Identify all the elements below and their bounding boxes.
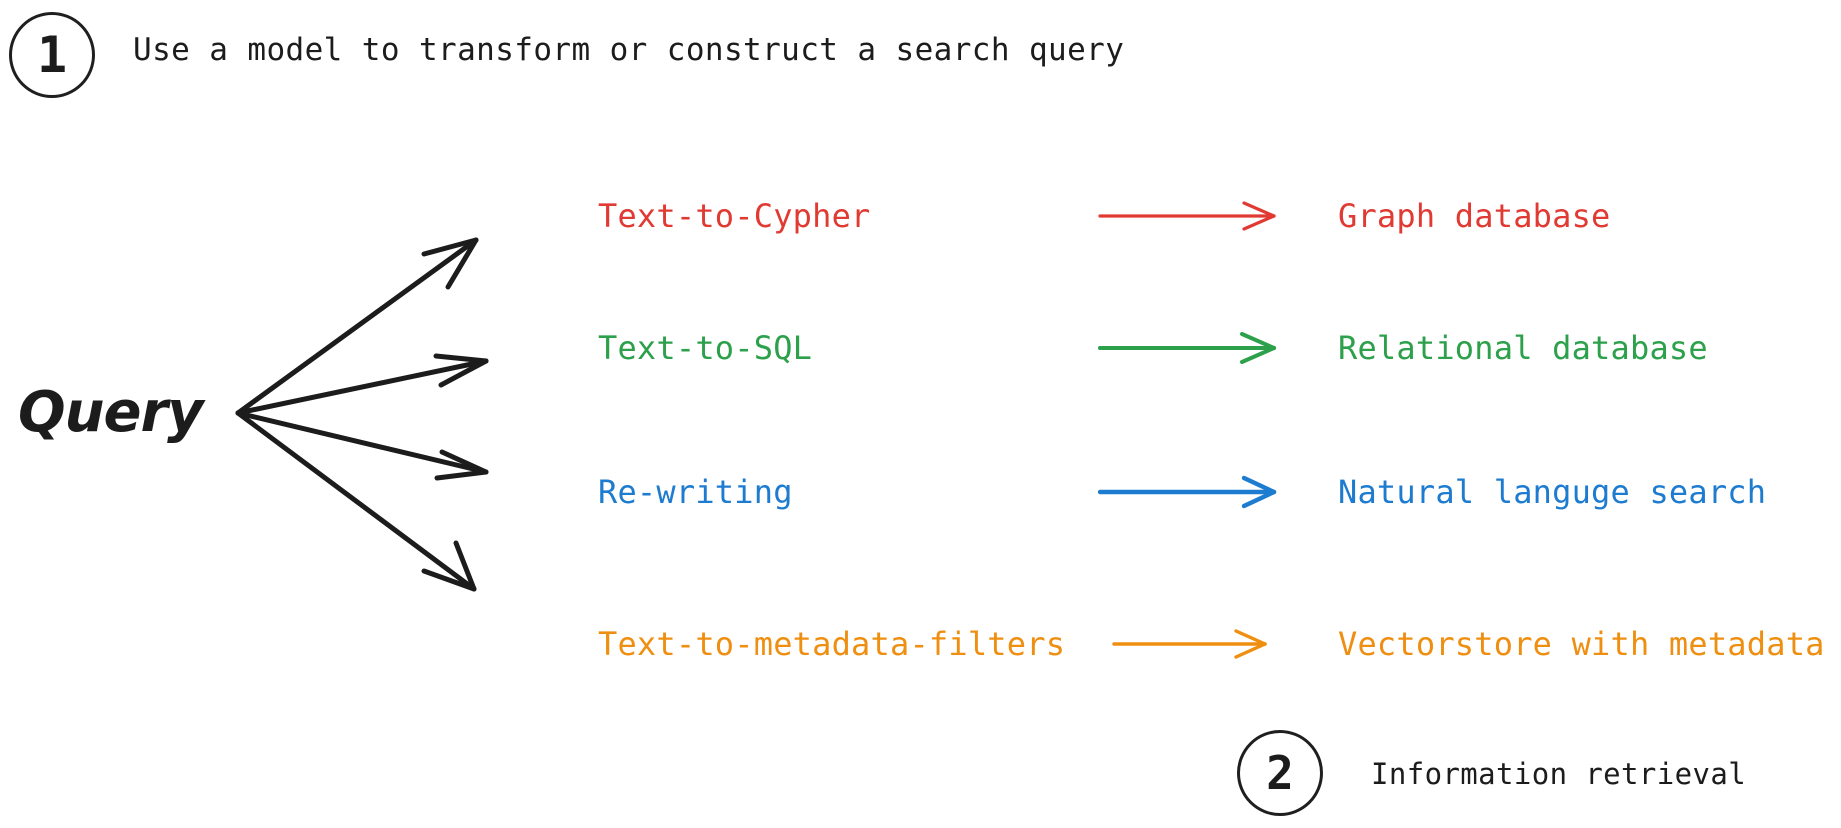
right-arrow-icon xyxy=(1097,475,1277,509)
right-arrow-icon xyxy=(1112,629,1267,659)
branch-target-label: Relational database xyxy=(1338,329,1708,367)
right-arrow-icon xyxy=(1098,201,1276,231)
branch-source-label: Text-to-Cypher xyxy=(598,197,871,235)
branch-source-label: Text-to-SQL xyxy=(598,329,813,367)
step-badge-1: 1 xyxy=(9,12,95,98)
branch-target-label: Natural languge search xyxy=(1338,473,1767,511)
branch-source-label: Text-to-metadata-filters xyxy=(598,625,1066,663)
branch-target-label: Graph database xyxy=(1338,197,1611,235)
branch-target-label: Vectorstore with metadata xyxy=(1338,625,1825,663)
step-caption-2: Information retrieval xyxy=(1371,757,1747,791)
branch-source-label: Re-writing xyxy=(598,473,793,511)
step-badge-2: 2 xyxy=(1237,730,1323,816)
right-arrow-icon xyxy=(1098,332,1276,364)
step-caption-1: Use a model to transform or construct a … xyxy=(133,32,1125,68)
query-label: Query xyxy=(18,380,204,445)
